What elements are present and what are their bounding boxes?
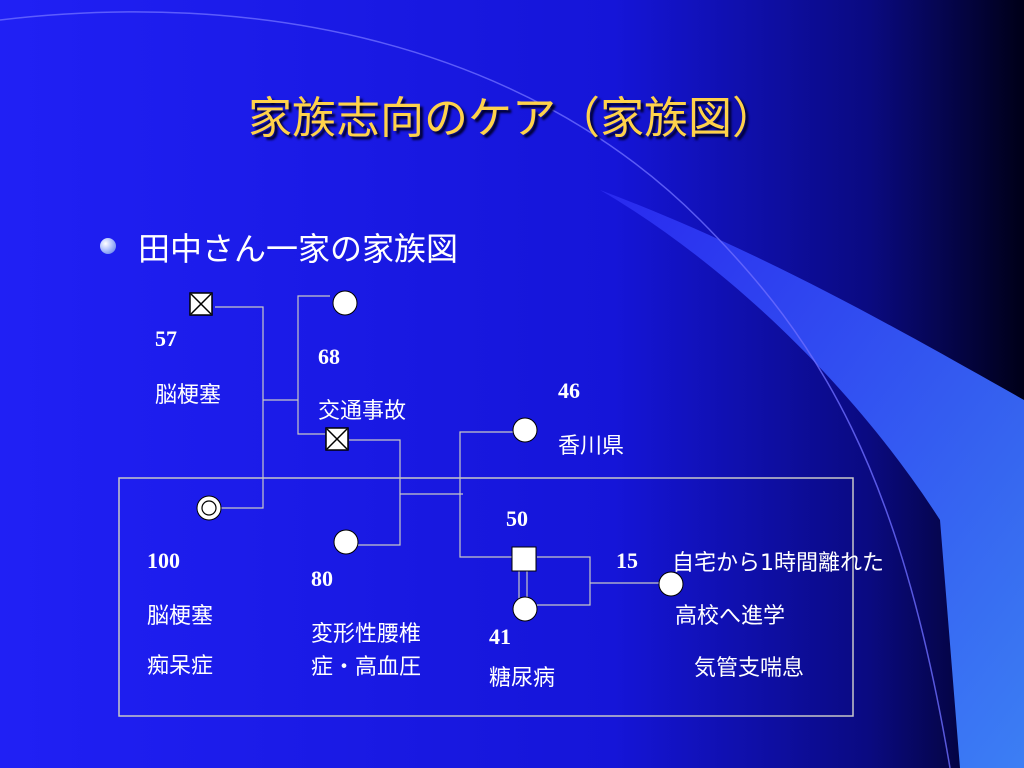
condition-label: 痴呆症 xyxy=(147,654,214,679)
condition-label: 脳梗塞 xyxy=(147,604,214,629)
age-label: 68 xyxy=(318,344,340,369)
age-label: 15 xyxy=(616,548,638,573)
slide-title: 家族志向のケア（家族図） xyxy=(248,93,776,144)
male-symbol xyxy=(511,546,537,572)
age-label: 100 xyxy=(147,548,180,573)
condition-label: 糖尿病 xyxy=(489,666,556,691)
line-paternal-couple xyxy=(215,306,264,509)
condition-label: 変形性腰椎 xyxy=(311,622,422,647)
deceased-male-symbol xyxy=(189,292,213,316)
line-parents-to-child xyxy=(537,556,591,606)
note-label: 自宅から1時間離れた xyxy=(672,551,884,576)
line-kagawa-to-father xyxy=(459,431,513,558)
line-grandfather-to-80 xyxy=(349,439,401,546)
condition-label: 気管支喘息 xyxy=(694,656,805,681)
household-boundary xyxy=(118,477,854,717)
age-label: 46 xyxy=(558,378,580,403)
bullet-icon xyxy=(100,238,116,254)
relationship-lines xyxy=(215,295,660,606)
female-symbol xyxy=(333,529,359,555)
age-label: 57 xyxy=(155,326,177,351)
age-label: 80 xyxy=(311,566,333,591)
age-label: 41 xyxy=(489,624,511,649)
female-double-circle-symbol xyxy=(196,495,222,521)
condition-label: 症・高血圧 xyxy=(311,655,422,680)
condition-label: 脳梗塞 xyxy=(155,383,222,408)
bullet-text: 田中さん一家の家族図 xyxy=(138,230,459,268)
condition-label: 交通事故 xyxy=(318,399,407,424)
note-label: 高校へ進学 xyxy=(675,604,786,629)
location-label: 香川県 xyxy=(558,434,625,459)
age-label: 50 xyxy=(506,506,528,531)
female-symbol xyxy=(512,596,538,622)
deceased-male-symbol xyxy=(325,427,349,451)
female-symbol xyxy=(332,290,358,316)
line-maternal-couple xyxy=(297,295,330,435)
female-symbol xyxy=(512,417,538,443)
female-symbol xyxy=(658,571,684,597)
